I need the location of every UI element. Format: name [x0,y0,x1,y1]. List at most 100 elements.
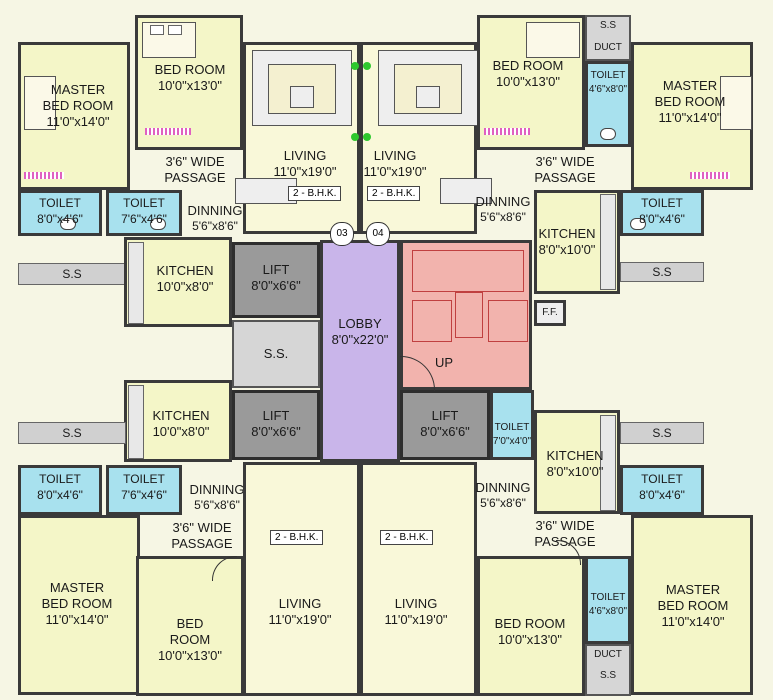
bed-room-label: BED ROOM [492,58,564,73]
wc-icon [150,218,166,230]
dinning-dim: 5'6"x8'6" [480,496,526,510]
kitchen-label: KITCHEN [152,408,210,423]
toilet-dim: 8'0"x4'6" [639,488,685,502]
dinning-dim: 5'6"x8'6" [192,219,238,233]
master-bed-room-01 [631,515,753,695]
center-table [416,86,440,108]
toilet-02-b [106,465,182,515]
master-bed-room-label: MASTER BED ROOM [657,582,729,613]
lift-dim: 8'0"x6'6" [251,278,301,293]
toilet-04-b [620,190,704,236]
ss-balcony-04 [620,262,704,282]
toilet-dim: 4'6"x8'0" [588,606,628,617]
toilet-01-b [620,465,704,515]
ff-label: F.F. [542,307,558,318]
toilet-label: TOILET [39,196,81,210]
living-label: LIVING [373,148,417,163]
stair-flight [412,250,524,292]
toilet-label: TOILET [123,472,165,486]
pillow [168,25,182,35]
toilet-dim: 7'0"x4'0" [492,436,532,447]
window-marker-icon [351,133,359,141]
kitchen-dim: 8'0"x10'0" [546,464,604,479]
bhk-tag: 2 - B.H.K. [367,186,421,201]
bed-room-label: BED ROOM [494,616,566,631]
lift-label: LIFT [262,262,290,277]
ss-label: S.S [599,20,617,31]
living-label: LIVING [278,596,322,611]
living-label: LIVING [283,148,327,163]
pillow [150,25,164,35]
kitchen-dim: 8'0"x10'0" [538,242,596,257]
kitchen-counter [128,385,144,459]
master-bed-room-dim: 11'0"x14'0" [661,614,725,629]
toilet-label: TOILET [494,422,530,433]
bed-room-dim: 10'0"x13'0" [497,632,563,647]
ss-label: S.S [62,426,82,440]
ss-label: S.S [652,265,672,279]
master-bed-room-dim: 11'0"x14'0" [45,612,109,627]
bed-room-label: BED ROOM [169,616,211,647]
bed-cushion [145,128,191,135]
kitchen-label: KITCHEN [156,263,214,278]
ss-balcony-02 [18,422,126,444]
living-dim: 11'0"x19'0" [384,612,448,627]
bed-room-02 [136,556,244,696]
dining-table [235,178,297,204]
ss-core-label: S.S. [263,346,289,361]
bed-room-dim: 10'0"x13'0" [157,648,223,663]
stair-landing [455,292,483,338]
toilet-label: TOILET [123,196,165,210]
bed-furniture [24,76,56,130]
toilet-label: TOILET [39,472,81,486]
bhk-tag: 2 - B.H.K. [270,530,324,545]
ss-label: S.S [599,670,617,681]
wc-icon [600,128,616,140]
ss-balcony-01 [620,422,704,444]
toilet-label: TOILET [590,70,626,81]
dinning-label: DINNING [189,482,245,497]
ss-core [232,320,320,388]
passage-label: 3'6" WIDE PASSAGE [534,518,596,549]
window-marker-icon [363,62,371,70]
lift-top [232,242,320,318]
bed-room-dim: 10'0"x13'0" [495,74,561,89]
living-dim: 11'0"x19'0" [268,612,332,627]
toilet-03-b [106,190,182,236]
dinning-dim: 5'6"x8'6" [194,498,240,512]
duct-label: DUCT [594,649,622,660]
living-label: LIVING [394,596,438,611]
lift-label: LIFT [262,408,290,423]
dinning-label: DINNING [187,203,243,218]
kitchen-label: KITCHEN [546,448,604,463]
toilet-02-a [18,465,102,515]
ss-label: S.S [62,267,82,281]
master-bed-room-label: MASTER BED ROOM [42,82,114,113]
dinning-label: DINNING [475,480,531,495]
passage-label: 3'6" WIDE PASSAGE [164,154,226,185]
lift-bottom-left [232,390,320,460]
toilet-01-a [490,390,534,460]
toilet-dim: 8'0"x4'6" [37,488,83,502]
dinning-label: DINNING [475,194,531,209]
passage-label: 3'6" WIDE PASSAGE [534,154,596,185]
lift-dim: 8'0"x6'6" [251,424,301,439]
toilet-03-a [18,190,102,236]
living-dim: 11'0"x19'0" [363,164,427,179]
living-01 [360,462,477,696]
lobby [320,240,400,462]
toilet-dim: 8'0"x4'6" [639,212,685,226]
stair-flight [412,300,452,342]
kitchen-counter [128,242,144,324]
master-bed-room-label: MASTER BED ROOM [654,78,726,109]
kitchen-counter [600,194,616,290]
toilet-label: TOILET [590,592,626,603]
window-marker-icon [363,133,371,141]
living-dim: 11'0"x19'0" [273,164,337,179]
lobby-label: LOBBY [338,316,382,331]
toilet-label: TOILET [641,472,683,486]
wc-icon [630,218,646,230]
toilet-dim: 8'0"x4'6" [37,212,83,226]
kitchen-counter [600,415,616,511]
